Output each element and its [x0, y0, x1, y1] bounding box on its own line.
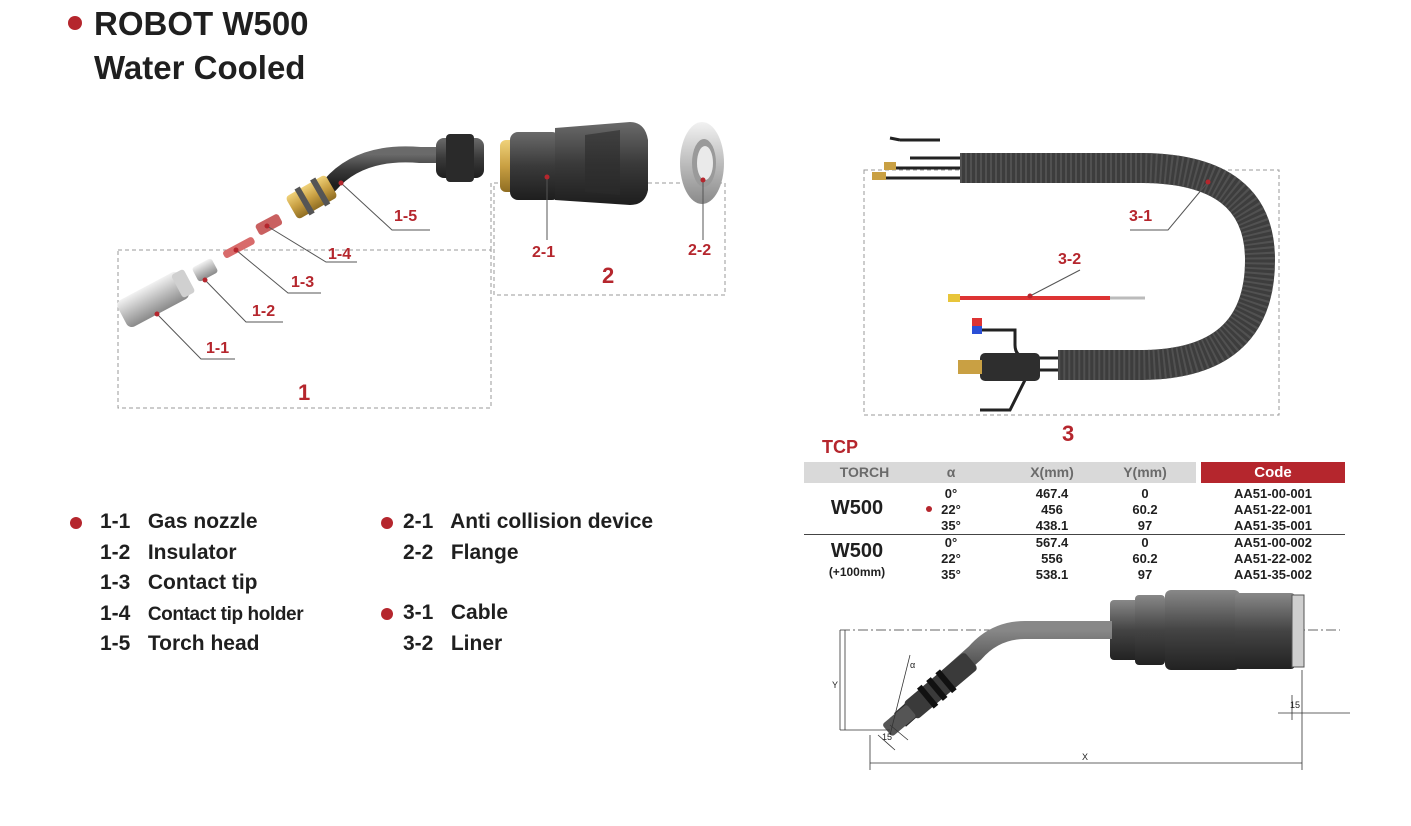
t1-r2-y: 60.2 [1132, 502, 1158, 517]
callout-1-5: 1-5 [394, 208, 418, 225]
t2-r2-x: 556 [1041, 551, 1063, 566]
group-label-3: 3 [1062, 421, 1075, 446]
legend-bullet-1 [70, 517, 82, 529]
t2-r2-alpha: 22° [941, 551, 961, 566]
legend-item-1-5: 1-5 Torch head [100, 632, 260, 655]
cable-drawing-group-3 [863, 136, 1280, 416]
t1-r1-alpha: 0° [944, 486, 958, 501]
legend-item-1-4: 1-4 Contact tip holder [100, 602, 304, 625]
callout-3-2: 3-2 [1058, 251, 1082, 268]
t2-r3-y: 97 [1137, 567, 1153, 582]
legend-item-3-2: 3-2 Liner [403, 632, 503, 655]
torch-1-selected-bullet [926, 506, 932, 512]
t2-r1-alpha: 0° [944, 535, 958, 550]
legend-item-1-1: 1-1 Gas nozzle [100, 510, 258, 533]
dimension-drawing [839, 590, 1350, 770]
t2-r1-x: 567.4 [1035, 535, 1069, 550]
t1-r3-x: 438.1 [1035, 518, 1069, 533]
legend-item-2-2: 2-2 Flange [403, 541, 519, 564]
flange-part [680, 122, 724, 204]
t1-r1-x: 467.4 [1035, 486, 1069, 501]
legend-item-1-3: 1-3 Contact tip [100, 571, 258, 594]
legend-bullet-3 [381, 608, 393, 620]
torch-2-name: W500 [830, 540, 884, 562]
group-label-1: 1 [298, 380, 311, 405]
t1-r3-y: 97 [1137, 518, 1153, 533]
page-subtitle: Water Cooled [94, 49, 306, 86]
t1-r2-x: 456 [1041, 502, 1063, 517]
insulator-part [192, 258, 218, 282]
tcp-label: TCP [822, 437, 858, 457]
parts-drawing-group-1-2 [117, 122, 726, 409]
title-bullet [68, 16, 82, 30]
t2-r3-alpha: 35° [941, 567, 961, 582]
legend-bullet-2 [381, 517, 393, 529]
tcp-header-bar [804, 462, 1196, 483]
tcp-header-y: Y(mm) [1123, 464, 1167, 480]
t1-r2-code: AA51-22-001 [1233, 502, 1313, 517]
t2-r2-code: AA51-22-002 [1233, 551, 1313, 566]
t2-r3-x: 538.1 [1035, 567, 1069, 582]
t2-r1-y: 0 [1141, 535, 1149, 550]
group-1-box [117, 249, 492, 409]
callout-3-1: 3-1 [1129, 208, 1153, 225]
group-label-2: 2 [602, 263, 615, 288]
callout-1-2: 1-2 [252, 303, 276, 320]
dim-y-label: Y [832, 680, 839, 690]
anti-collision-device-part [500, 122, 648, 205]
dim-alpha-label: α [910, 660, 916, 670]
callout-1-4: 1-4 [328, 246, 352, 263]
callout-2-1: 2-1 [532, 244, 556, 261]
page-title: ROBOT W500 [94, 5, 309, 42]
t1-r1-code: AA51-00-001 [1233, 486, 1313, 501]
t1-r2-alpha: 22° [941, 502, 961, 517]
callout-2-2: 2-2 [688, 242, 712, 259]
gas-nozzle-part [117, 269, 195, 328]
torch-1-name: W500 [830, 497, 884, 519]
tcp-header-torch: TORCH [839, 464, 890, 480]
t2-r2-y: 60.2 [1132, 551, 1158, 566]
t2-r1-code: AA51-00-002 [1233, 535, 1313, 550]
torch-head-part [286, 134, 484, 219]
callout-1-1: 1-1 [206, 340, 230, 357]
dim-15-flange: 15 [1290, 700, 1301, 710]
t1-r3-alpha: 35° [941, 518, 961, 533]
legend-item-2-1: 2-1 Anti collision device [403, 510, 654, 533]
t1-r3-code: AA51-35-001 [1233, 518, 1313, 533]
t1-r1-y: 0 [1141, 486, 1149, 501]
tcp-header-x: X(mm) [1030, 464, 1074, 480]
legend-item-3-1: 3-1 Cable [403, 601, 509, 624]
tcp-header-code: Code [1201, 462, 1345, 483]
tcp-header-alpha: α [946, 464, 956, 480]
dim-15-tip: 15 [882, 732, 893, 742]
t2-r3-code: AA51-35-002 [1233, 567, 1313, 582]
torch-2-sub: (+100mm) [828, 565, 886, 579]
group-3-box [863, 169, 1280, 416]
legend-item-1-2: 1-2 Insulator [100, 541, 237, 564]
callout-1-3: 1-3 [291, 274, 315, 291]
dim-x-label: X [1082, 752, 1089, 762]
tcp-row-divider [804, 534, 1345, 535]
contact-tip-part [223, 237, 255, 258]
